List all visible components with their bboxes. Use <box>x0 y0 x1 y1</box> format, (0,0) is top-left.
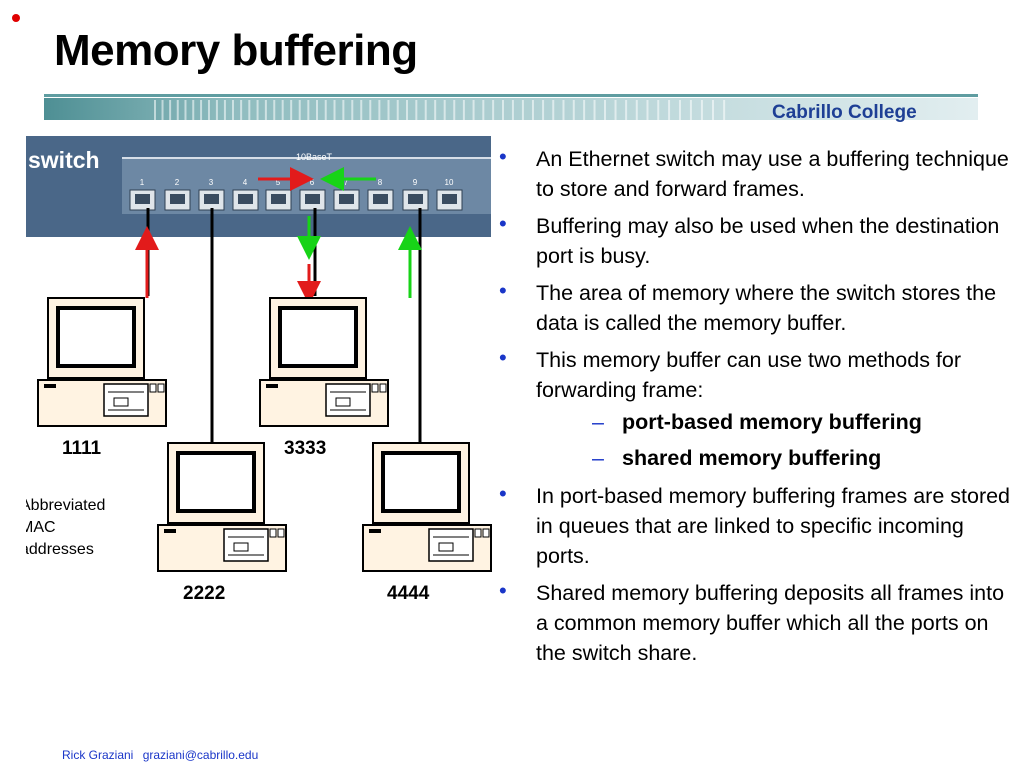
sub-bullet-list: –port-based memory buffering –shared mem… <box>536 407 1016 473</box>
footer: Rick Graziani graziani@cabrillo.edu <box>62 748 264 762</box>
bullet-item: •The area of memory where the switch sto… <box>499 278 997 335</box>
port-number: 4 <box>243 178 248 187</box>
host-label-1111: 1111 <box>62 438 102 459</box>
port-number: 9 <box>413 178 418 187</box>
sub-bullet-item: –shared memory buffering <box>592 446 882 470</box>
port-jack <box>442 194 457 204</box>
header-banner <box>44 94 978 120</box>
port-number: 8 <box>378 178 383 187</box>
bullet-item: •This memory buffer can use two methods … <box>496 345 1016 473</box>
caption-line-3: addresses <box>26 541 94 558</box>
footer-email: graziani@cabrillo.edu <box>142 748 259 762</box>
host-label-3333: 3333 <box>284 438 326 459</box>
computer-4444 <box>362 442 492 572</box>
footer-author: Rick Graziani <box>62 748 134 762</box>
computer-3333 <box>259 297 389 427</box>
host-label-4444: 4444 <box>387 583 430 604</box>
port-jack <box>305 194 320 204</box>
port-number: 1 <box>140 178 145 187</box>
network-diagram: switch 10BaseT 1 2 3 4 5 6 7 8 9 10 1111 3333 222… <box>26 136 492 604</box>
bullet-list: •An Ethernet switch may use a buffering … <box>496 144 1016 675</box>
port-number: 10 <box>445 178 454 187</box>
port-number: 5 <box>276 178 281 187</box>
port-jack <box>271 194 286 204</box>
bullet-item: •In port-based memory buffering frames a… <box>499 481 1011 568</box>
port-jack <box>408 194 423 204</box>
bullet-item: •Buffering may also be used when the des… <box>499 211 1000 268</box>
port-jack <box>204 194 219 204</box>
port-number: 7 <box>344 178 349 187</box>
switch-label: switch <box>28 147 100 173</box>
panel-label: 10BaseT <box>296 152 333 162</box>
bullet-item: •An Ethernet switch may use a buffering … <box>499 144 1009 201</box>
port-jack <box>373 194 388 204</box>
port-number: 2 <box>175 178 180 187</box>
port-jack <box>170 194 185 204</box>
slide-title: Memory buffering <box>54 26 418 75</box>
corner-dot <box>12 14 20 22</box>
port-number: 3 <box>209 178 214 187</box>
host-label-2222: 2222 <box>183 583 225 604</box>
caption-line-1: Abbreviated <box>26 497 105 514</box>
port-jack <box>339 194 354 204</box>
computer-2222 <box>157 442 287 572</box>
bullet-item: •Shared memory buffering deposits all fr… <box>499 578 1005 665</box>
computer-1111 <box>37 297 167 427</box>
caption-line-2: MAC <box>26 519 56 536</box>
sub-bullet-item: –port-based memory buffering <box>592 410 922 434</box>
port-number: 6 <box>310 178 315 187</box>
college-name: Cabrillo College <box>772 102 917 123</box>
port-jack <box>135 194 150 204</box>
port-jack <box>238 194 253 204</box>
